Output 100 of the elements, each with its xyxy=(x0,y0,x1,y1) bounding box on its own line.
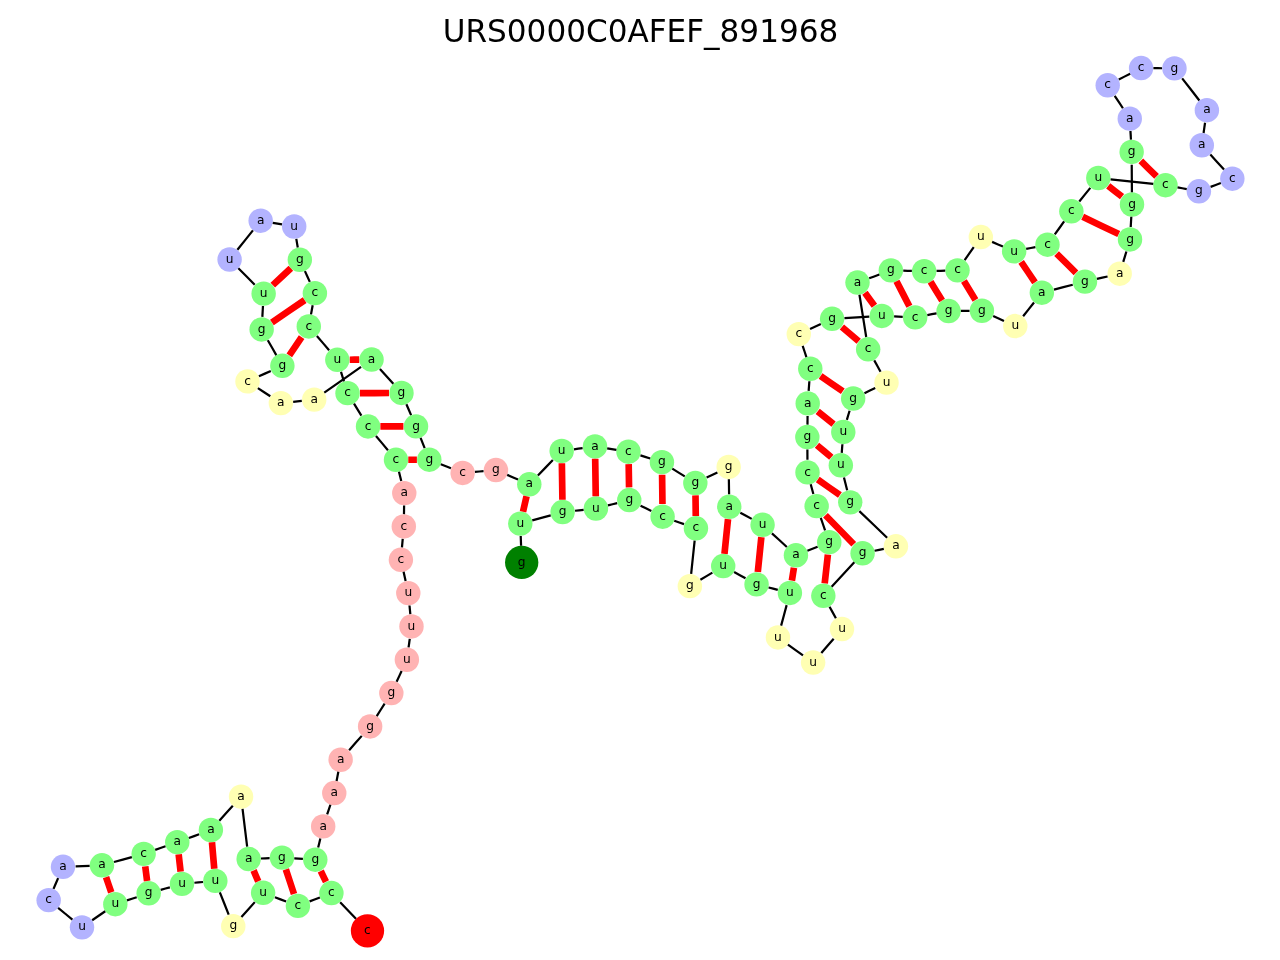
node-circle: c xyxy=(615,439,641,464)
node-circle: u xyxy=(398,614,424,639)
node-circle: u xyxy=(800,650,825,675)
connector xyxy=(902,269,912,273)
node-circle: u xyxy=(765,625,790,650)
connector xyxy=(1128,131,1132,140)
node-circle: u xyxy=(102,891,128,917)
node-circle: a xyxy=(783,543,808,568)
connector xyxy=(218,805,234,822)
connector xyxy=(1017,259,1038,285)
connector xyxy=(767,586,778,591)
connector xyxy=(317,869,329,884)
node-circle: c xyxy=(1152,172,1178,198)
node-circle: u xyxy=(968,224,993,250)
connector xyxy=(727,479,730,495)
node-circle: a xyxy=(164,830,189,855)
connector xyxy=(397,471,402,482)
connector xyxy=(809,483,814,495)
connector xyxy=(260,305,264,317)
connector xyxy=(872,359,881,373)
node-circle: u xyxy=(216,247,242,272)
connector xyxy=(400,538,404,548)
node-circle: u xyxy=(777,580,802,606)
node-circle: a xyxy=(1029,280,1054,305)
connector xyxy=(395,670,403,683)
connector xyxy=(174,854,184,872)
node-circle: c xyxy=(350,914,384,948)
connector xyxy=(404,403,412,416)
node-circle: a xyxy=(358,347,384,372)
connector xyxy=(819,517,826,531)
connector xyxy=(323,366,362,394)
connector xyxy=(673,519,684,526)
node-circle: c xyxy=(786,321,811,347)
node-circle: a xyxy=(301,387,326,412)
connector xyxy=(1025,246,1036,251)
connector xyxy=(1053,220,1065,236)
connector xyxy=(274,896,287,903)
connector xyxy=(873,547,884,552)
connector xyxy=(250,869,261,883)
node-circle: a xyxy=(89,853,114,878)
node-circle: g xyxy=(1161,56,1187,81)
connector xyxy=(240,901,256,918)
node-circle: g xyxy=(269,845,294,870)
node-circle: c xyxy=(902,305,927,330)
connector xyxy=(257,369,271,378)
node-circle: a xyxy=(198,817,223,843)
node-circle: u xyxy=(69,915,94,940)
connector xyxy=(237,267,255,286)
node-circle: a xyxy=(228,784,253,809)
node-circle: c xyxy=(302,280,327,306)
node-circle: u xyxy=(829,616,854,642)
node-circle: u xyxy=(394,647,419,672)
connector xyxy=(992,314,1004,322)
connector xyxy=(308,896,320,903)
node-circle: g xyxy=(1117,227,1142,252)
node-circle: a xyxy=(1189,133,1214,158)
connector xyxy=(863,387,876,395)
node-circle: c xyxy=(944,258,970,283)
node-circle: g xyxy=(935,298,961,324)
connector xyxy=(828,606,837,619)
node-circle: c xyxy=(797,356,822,381)
node-circle: a xyxy=(1107,261,1132,286)
node-circle: u xyxy=(395,580,421,606)
connector xyxy=(858,510,888,539)
connector xyxy=(379,423,403,430)
connector xyxy=(272,221,282,226)
node-circle: c xyxy=(388,547,413,572)
connector xyxy=(671,467,685,478)
node-circle: g xyxy=(878,258,903,283)
connector xyxy=(720,518,731,555)
node-circle: a xyxy=(268,390,293,416)
node-circle: c xyxy=(449,460,475,486)
connector xyxy=(378,368,394,385)
connector xyxy=(699,571,713,581)
connector xyxy=(1053,251,1078,276)
connector xyxy=(868,273,880,280)
node-circle: g xyxy=(1072,269,1097,294)
connector xyxy=(315,335,330,351)
connector xyxy=(1130,164,1133,193)
connector xyxy=(770,532,788,548)
connector xyxy=(1096,275,1108,280)
connector xyxy=(126,896,137,902)
connector xyxy=(893,279,912,308)
connector xyxy=(294,238,299,248)
node-circle: g xyxy=(248,317,274,342)
node-circle: u xyxy=(1001,239,1026,264)
node-circle: u xyxy=(281,214,306,239)
connector xyxy=(154,845,166,851)
connector xyxy=(1105,183,1124,200)
connector xyxy=(639,454,651,460)
connector xyxy=(754,536,765,573)
node-circle: g xyxy=(849,541,875,566)
node-circle: a xyxy=(1194,97,1219,123)
connector xyxy=(573,447,583,451)
connector xyxy=(805,449,809,460)
connector xyxy=(843,315,869,320)
connector xyxy=(113,856,132,864)
connector xyxy=(606,447,617,451)
node-circle: c xyxy=(810,583,836,608)
connector xyxy=(806,545,818,552)
